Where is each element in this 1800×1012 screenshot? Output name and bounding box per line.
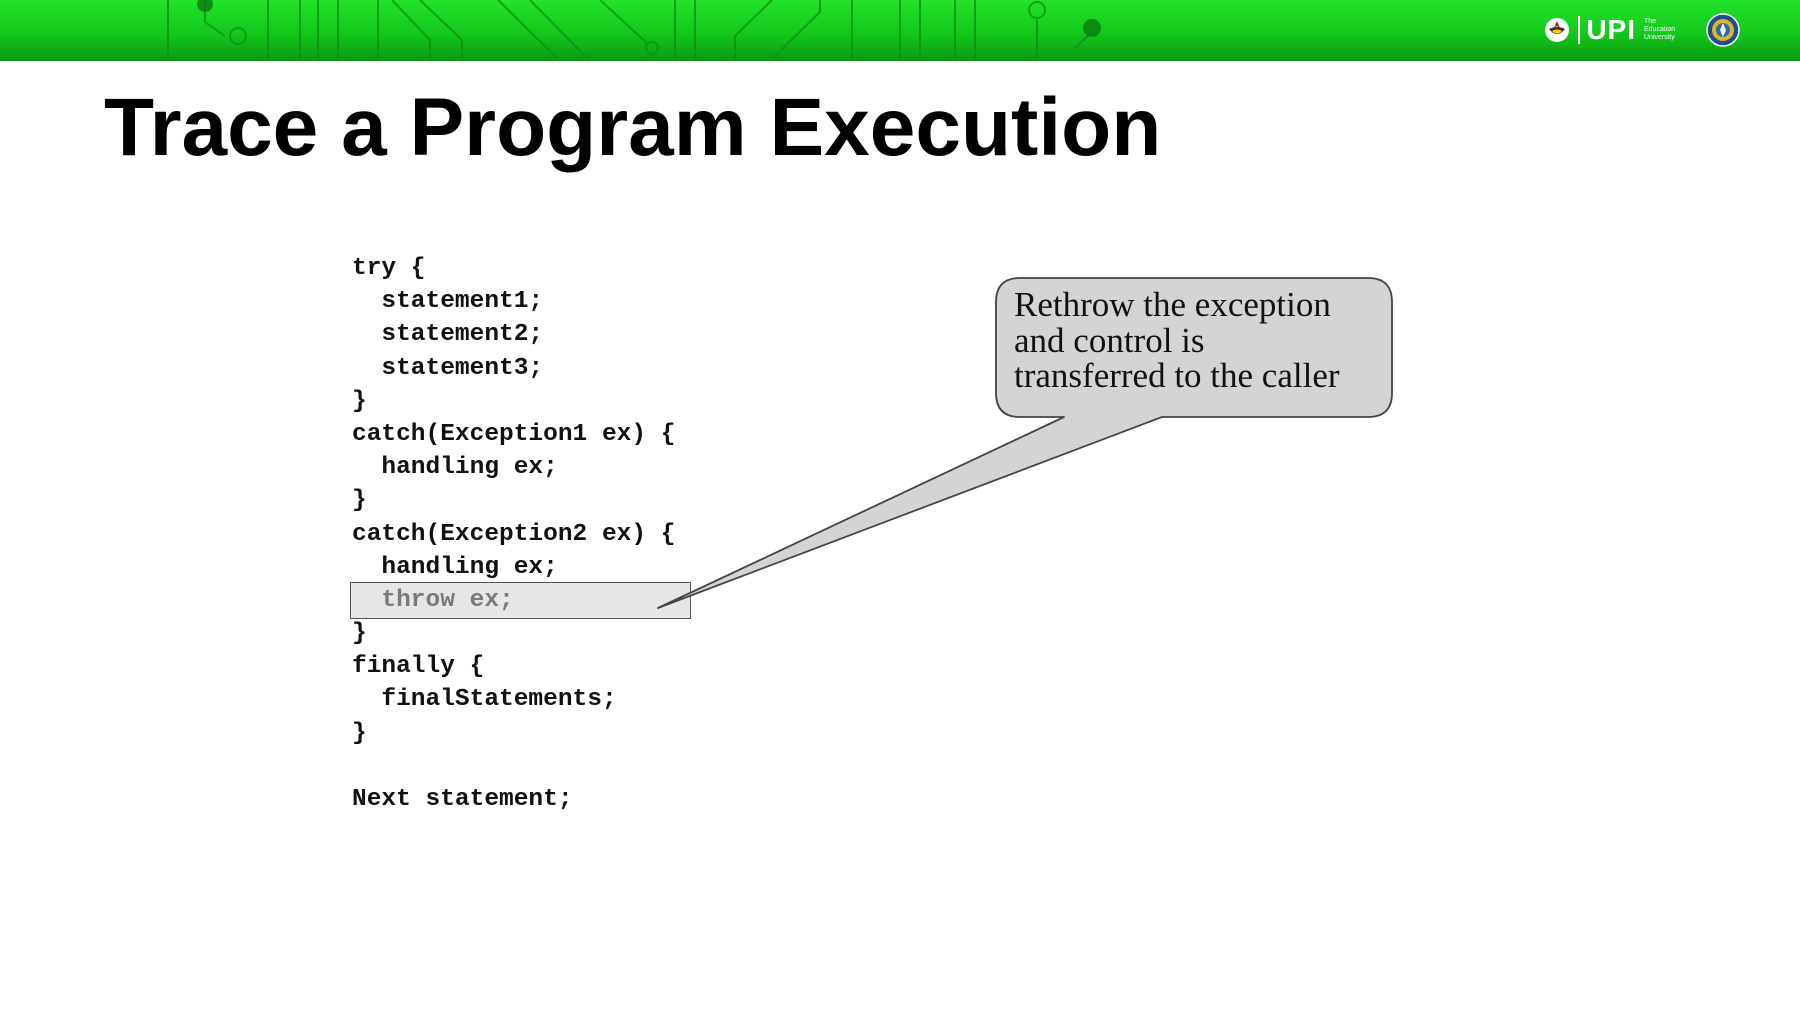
code-line: statement1; [352,288,544,316]
code-line: catch(Exception2 ex) { [352,520,676,548]
university-crest-icon [1706,13,1740,47]
code-line: statement2; [352,321,544,349]
code-line: handling ex; [352,454,558,482]
throw-highlight-box [350,582,691,619]
brand-name: UPI [1578,16,1636,44]
upi-flower-icon [1545,18,1570,42]
code-line: finalStatements; [352,686,617,714]
callout-shape [657,277,1393,609]
callout-line: transferred to the caller [1014,356,1340,395]
highlighted-code-line: throw ex; [352,586,514,614]
code-line: } [352,387,367,415]
upi-logo: UPI The Education University [1544,10,1740,50]
code-line: } [352,487,367,515]
callout-line: Rethrow the exception [1014,285,1331,324]
slide-title: Trace a Program Execution [104,82,1162,173]
circuit-decoration [167,0,1101,61]
code-line: handling ex; [352,553,558,581]
code-line: catch(Exception1 ex) { [352,420,676,448]
code-line: try { [352,255,426,282]
code-line: finally { [352,653,485,681]
code-line: statement3; [352,354,544,382]
code-listing: try { statement1; statement2; statement3… [352,252,675,816]
callout-line: and control is [1014,320,1205,360]
brand-tagline: The Education University [1644,18,1676,41]
code-line: } [352,620,367,648]
code-line [352,750,675,783]
code-line: } [352,719,367,747]
callout-text: Rethrow the exception and control is tra… [1014,287,1394,394]
header-banner: UPI The Education University [0,0,1800,61]
code-line: Next statement; [352,786,573,813]
